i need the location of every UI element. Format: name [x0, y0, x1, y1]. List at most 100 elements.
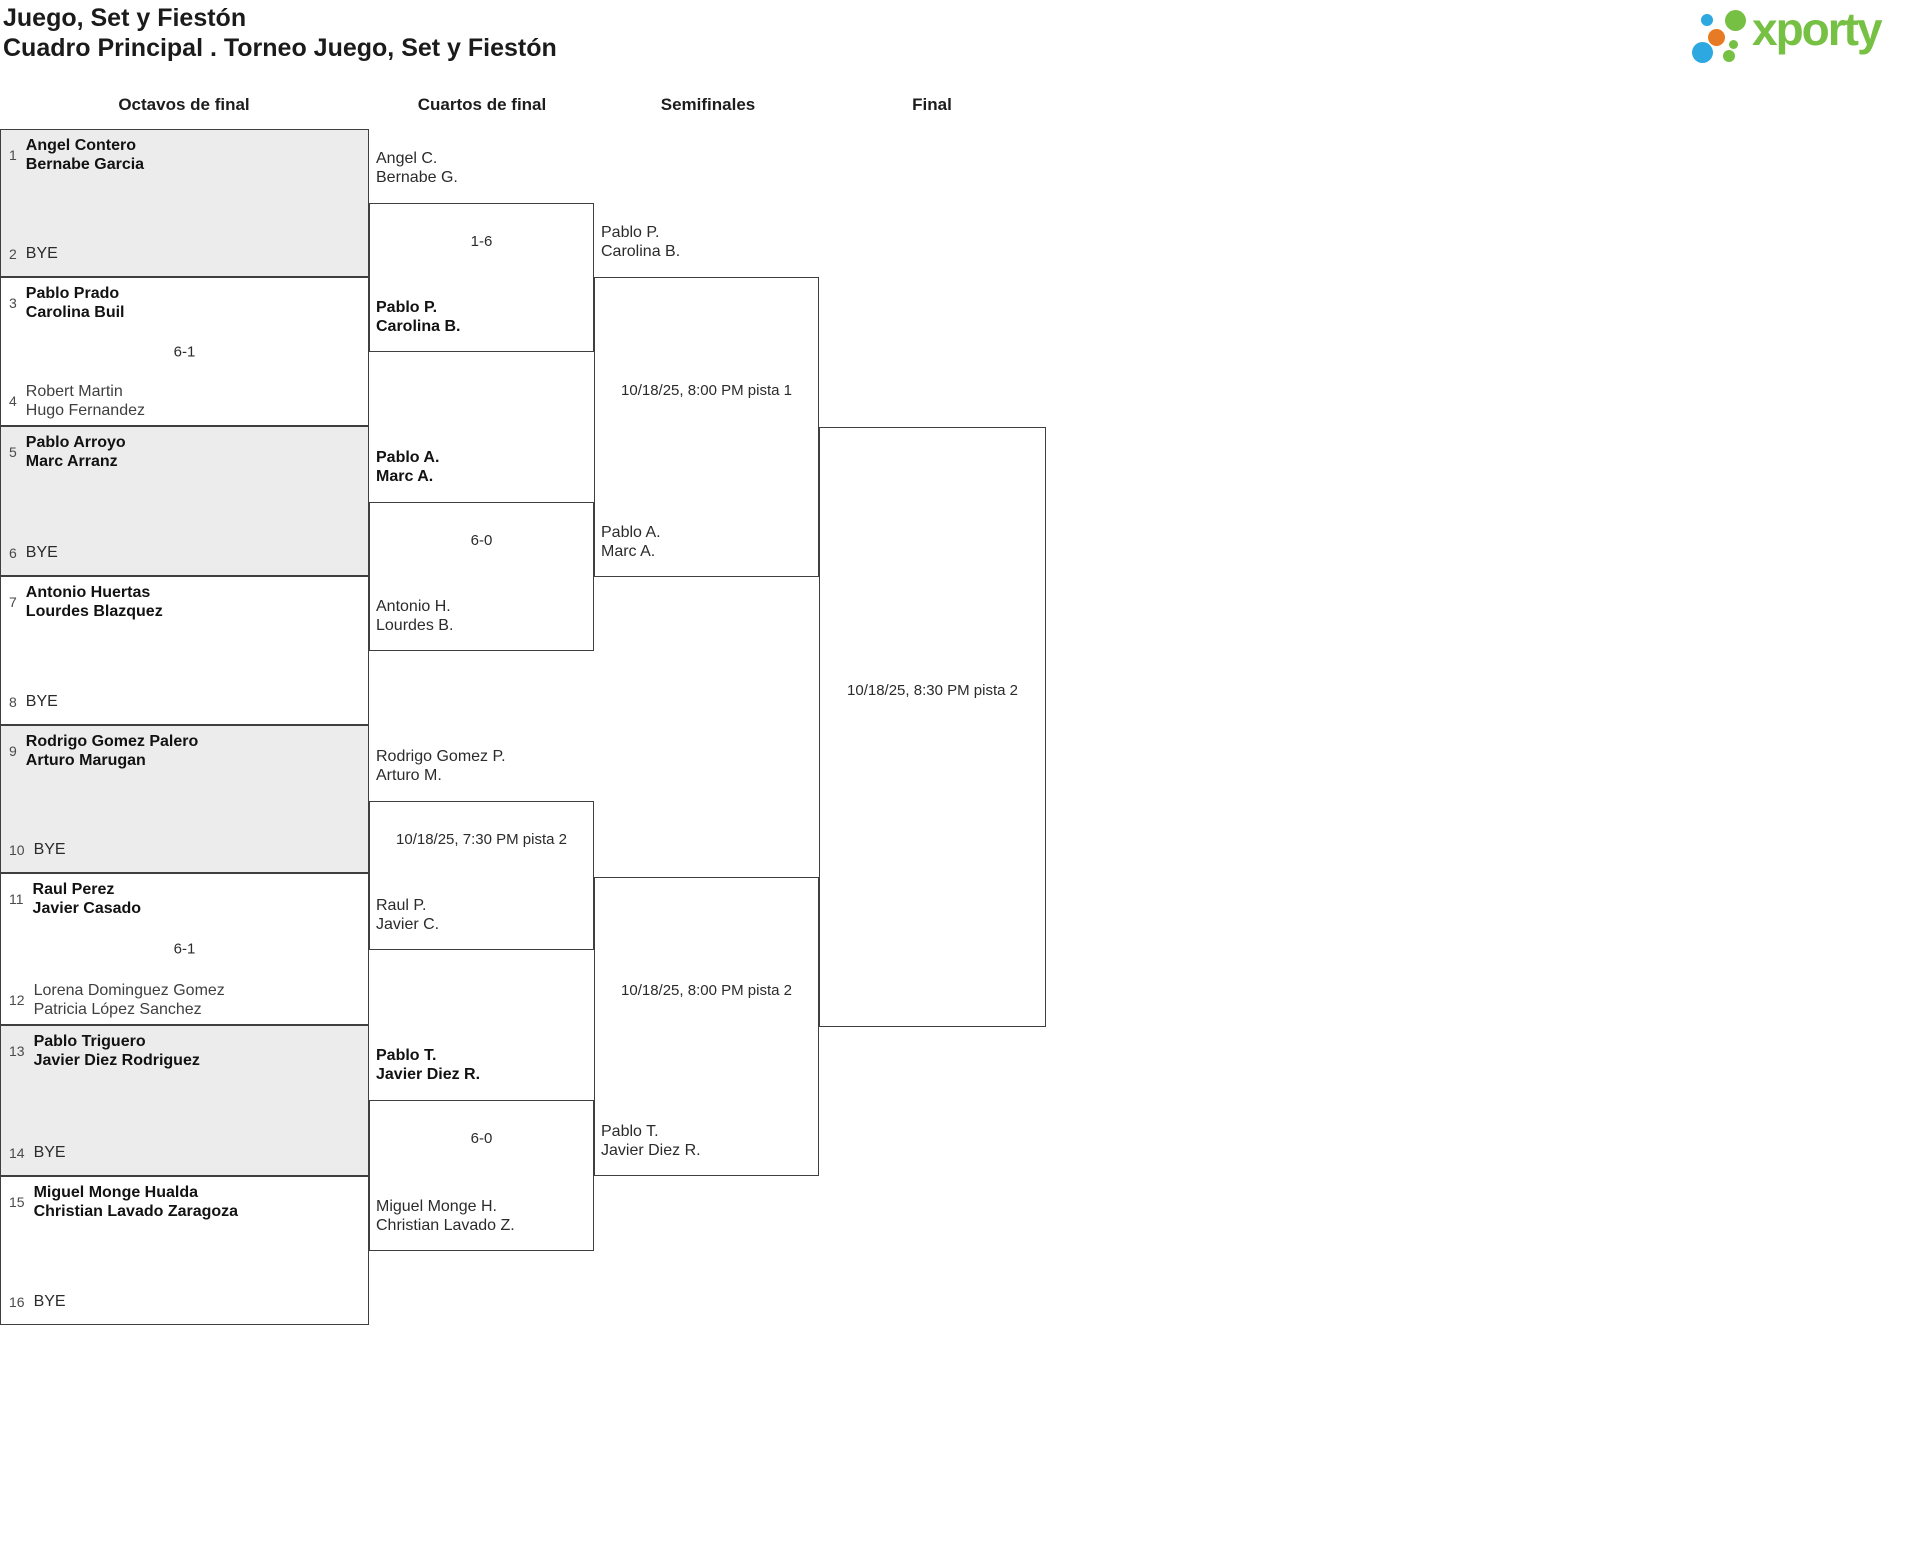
- bye-label: BYE: [26, 543, 58, 562]
- seed-number: 4: [9, 393, 17, 409]
- team-name-line: Angel Contero: [25, 137, 137, 154]
- team-name-line: Carolina Buil: [25, 304, 125, 321]
- team-name-line: Bernabe G.: [376, 169, 458, 186]
- match-box-final[interactable]: [819, 427, 1046, 1027]
- team-name-line: Hugo Fernandez: [25, 402, 145, 419]
- seed-number: 7: [9, 594, 17, 610]
- seed-number: 6: [9, 544, 17, 561]
- team-name: Raul P.Javier C.: [376, 896, 439, 934]
- seed-number: 15: [9, 1194, 25, 1210]
- team-name-line: Javier Diez R.: [601, 1142, 701, 1159]
- round-header-cuartos: Cuartos de final: [417, 95, 547, 114]
- round-header-final: Final: [912, 95, 952, 114]
- team-name-line: Pablo A.: [601, 524, 661, 541]
- match-box-semifinal-2[interactable]: [594, 877, 819, 1176]
- seed-number: 13: [9, 1043, 25, 1059]
- match-schedule: 10/18/25, 8:30 PM pista 2: [847, 682, 1018, 699]
- xporty-logo[interactable]: xporty: [1690, 0, 1920, 80]
- team-name-line: Pablo Arroyo: [25, 434, 126, 451]
- team-name: Angel C. Bernabe G.: [376, 149, 458, 187]
- logo-dot-icon: [1701, 14, 1713, 26]
- seed-number: 3: [9, 295, 17, 311]
- team-name-line: Bernabe Garcia: [25, 156, 145, 173]
- team-name-line: Patricia López Sanchez: [33, 1001, 202, 1018]
- team-name-line: Pablo Prado: [25, 285, 120, 302]
- team-name-line: Christian Lavado Z.: [376, 1217, 515, 1234]
- team-name-line: Pablo P.: [376, 299, 438, 316]
- participant-bottom: 6 BYE: [9, 543, 58, 562]
- match-box-cuartos-4[interactable]: [369, 1100, 594, 1251]
- match-box-cuartos-3[interactable]: [369, 801, 594, 950]
- match-score: 6-0: [470, 1130, 493, 1147]
- team-name-line: Lourdes B.: [376, 617, 454, 634]
- seed-number: 11: [9, 891, 24, 907]
- team-name-line: Carolina B.: [601, 243, 681, 260]
- match-box-semifinal-1[interactable]: [594, 277, 819, 577]
- seed-number: 8: [9, 693, 17, 710]
- team-name: Pablo A.Marc A.: [376, 448, 439, 486]
- seed-number: 16: [9, 1293, 25, 1310]
- team-name-line: Marc Arranz: [25, 453, 118, 470]
- team-name-line: BYE: [25, 693, 58, 710]
- seed-number: 5: [9, 444, 17, 460]
- bye-label: BYE: [26, 244, 58, 263]
- round-header-octavos: Octavos de final: [118, 95, 250, 114]
- team-name: Pablo P. Carolina B.: [376, 298, 460, 336]
- bracket-subtitle: Cuadro Principal . Torneo Juego, Set y F…: [3, 34, 557, 62]
- logo-dot-icon: [1723, 50, 1735, 62]
- team-name-line: Arturo M.: [376, 767, 442, 784]
- team-name-line: BYE: [33, 841, 66, 858]
- team-name-line: BYE: [25, 544, 58, 561]
- bye-label: BYE: [34, 1292, 66, 1311]
- team-name-line: Javier Diez Rodriguez: [33, 1052, 200, 1069]
- match-score: 6-1: [173, 940, 196, 958]
- team-name-line: Pablo T.: [601, 1123, 659, 1140]
- match-box-cuartos-2[interactable]: [369, 502, 594, 651]
- match-box-cuartos-1[interactable]: [369, 203, 594, 352]
- team-name: Pablo T.Javier Diez R.: [376, 1046, 480, 1084]
- team-name-line: Rodrigo Gomez P.: [376, 748, 506, 765]
- team-name-line: Javier C.: [376, 916, 440, 933]
- team-name-line: Miguel Monge H.: [376, 1198, 497, 1215]
- seed-number: 12: [9, 992, 25, 1008]
- team-name-line: Carolina B.: [376, 318, 461, 335]
- team-name-line: Antonio H.: [376, 598, 451, 615]
- tournament-title: Juego, Set y Fiestón: [3, 4, 247, 32]
- team-name: Miguel Monge H. Christian Lavado Z.: [376, 1197, 515, 1235]
- match-score: 1-6: [470, 233, 493, 250]
- seed-number: 9: [9, 743, 17, 759]
- team-name-line: BYE: [25, 245, 58, 262]
- team-name-line: Angel C.: [376, 150, 438, 167]
- team-name-line: Lorena Dominguez Gomez: [33, 982, 225, 999]
- logo-dot-icon: [1729, 40, 1738, 49]
- seed-number: 10: [9, 841, 25, 858]
- team-name-line: Pablo Triguero: [33, 1033, 146, 1050]
- team-name: Rodrigo Gomez P. Arturo M.: [376, 747, 506, 785]
